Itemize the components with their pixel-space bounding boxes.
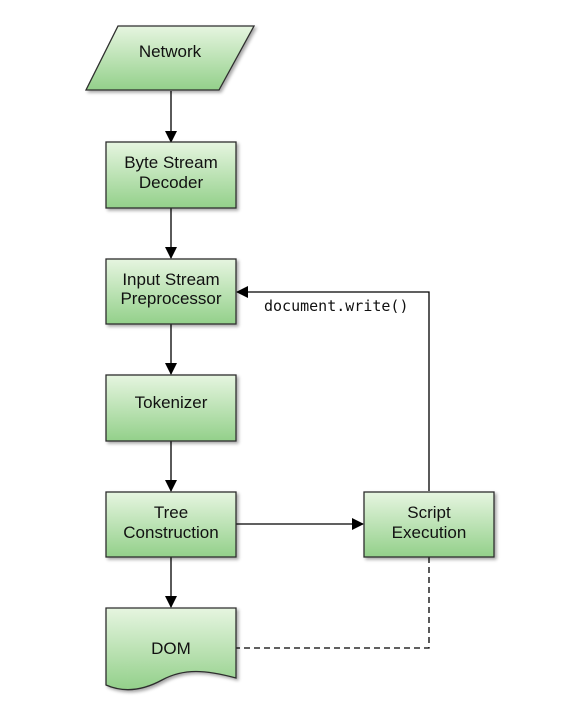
input-stream-preprocessor-box — [105, 258, 237, 325]
dom-document-shape — [105, 607, 237, 691]
tokenizer-label: Tokenizer — [135, 393, 208, 412]
node-dom: DOM — [105, 607, 237, 691]
dom-label: DOM — [151, 639, 191, 658]
input-stream-preprocessor-label-line2: Preprocessor — [120, 289, 221, 308]
node-tokenizer: Tokenizer — [105, 374, 237, 442]
node-script-execution: Script Execution — [363, 491, 495, 558]
tree-construction-label-line1: Tree — [154, 503, 188, 522]
tokenizer-box — [105, 374, 237, 442]
edges — [165, 91, 430, 649]
network-label: Network — [139, 42, 202, 61]
script-execution-label-line2: Execution — [392, 523, 467, 542]
node-network: Network — [84, 25, 256, 91]
edge-script-execution-to-input-stream-preprocessor — [236, 286, 430, 491]
node-tree-construction: Tree Construction — [105, 491, 237, 558]
node-input-stream-preprocessor: Input Stream Preprocessor — [105, 258, 237, 325]
byte-stream-decoder-label-line2: Decoder — [139, 173, 204, 192]
tree-construction-label-line2: Construction — [123, 523, 218, 542]
node-byte-stream-decoder: Byte Stream Decoder — [105, 141, 237, 209]
byte-stream-decoder-box — [105, 141, 237, 209]
edge-script-execution-to-dom-dashed — [236, 557, 430, 649]
network-parallelogram-shape — [84, 25, 256, 91]
input-stream-preprocessor-label-line1: Input Stream — [122, 270, 219, 289]
script-execution-box — [363, 491, 495, 558]
tree-construction-box — [105, 491, 237, 558]
byte-stream-decoder-label-line1: Byte Stream — [124, 153, 218, 172]
script-execution-label-line1: Script — [407, 503, 451, 522]
document-write-label: document.write() — [264, 297, 409, 315]
